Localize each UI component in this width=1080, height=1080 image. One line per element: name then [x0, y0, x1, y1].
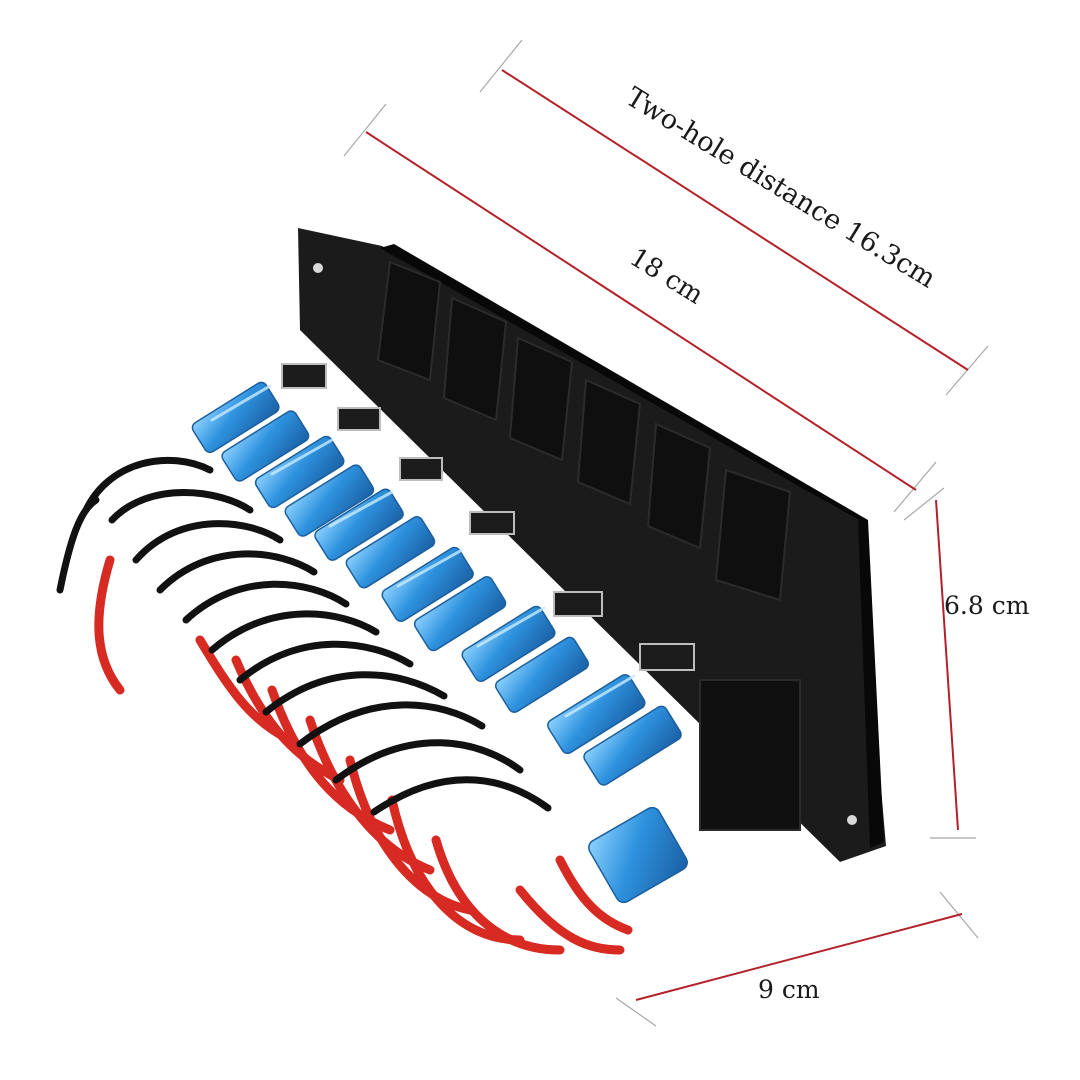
length-label: 18 cm	[624, 242, 708, 310]
switch-panel	[298, 228, 886, 862]
height-line	[935, 499, 959, 831]
length-line	[365, 131, 917, 491]
dimension-lines	[365, 69, 969, 1001]
depth-line	[635, 913, 963, 1001]
depth-label: 9 cm	[758, 975, 820, 1004]
height-label: 6.8 cm	[944, 591, 1030, 620]
blue-connectors	[191, 381, 688, 904]
mounting-hole	[313, 263, 323, 273]
mounting-hole	[847, 815, 857, 825]
connector-highlights	[210, 384, 636, 718]
metal-brackets	[281, 363, 695, 671]
red-wires	[94, 555, 633, 955]
hole-distance-line	[501, 69, 969, 371]
extension-lines	[343, 39, 989, 1027]
black-wires	[56, 456, 552, 816]
